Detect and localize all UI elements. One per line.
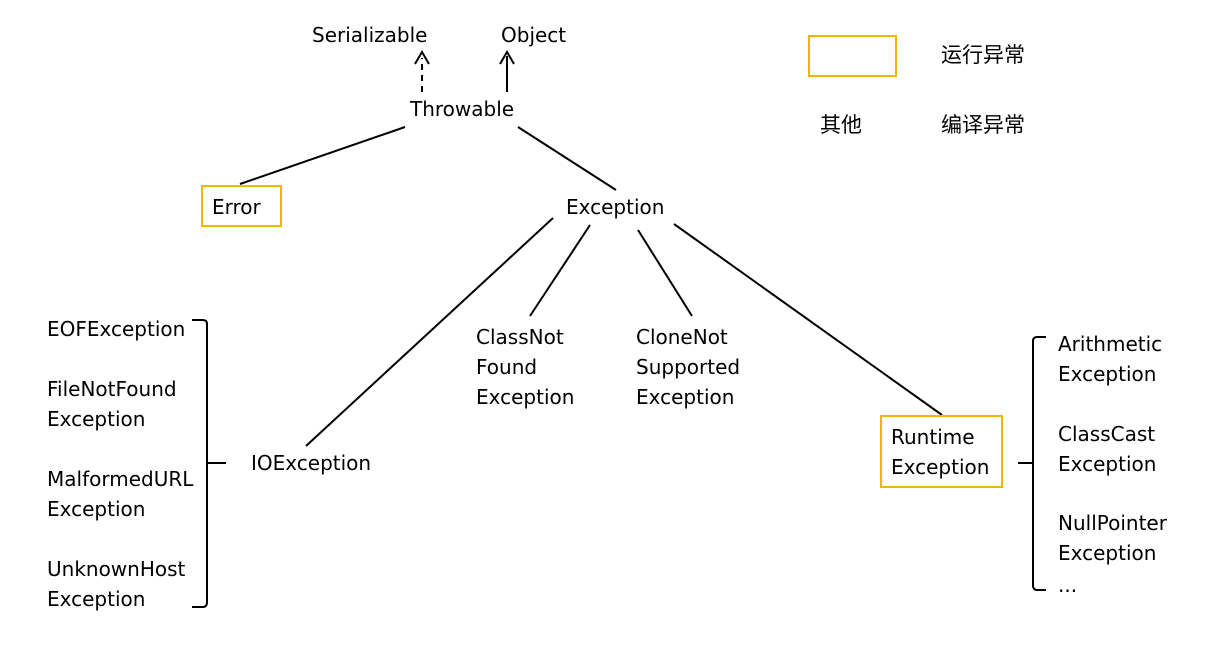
exception-clonenotsupported-line <box>637 229 693 317</box>
legend-runtime-swatch <box>808 35 897 77</box>
arithmetic-exception-l2: Exception <box>1058 362 1157 386</box>
unknownhost-exception-l1: UnknownHost <box>47 557 186 581</box>
legend-runtime-label: 运行异常 <box>941 43 1025 67</box>
io-brace <box>192 319 208 608</box>
clonenotsupported-l3: Exception <box>636 385 735 409</box>
runtime-exception-l1: Runtime <box>891 425 975 449</box>
clonenotsupported-l1: CloneNot <box>636 325 728 349</box>
classnotfound-l1: ClassNot <box>476 325 564 349</box>
malformedurl-exception-l2: Exception <box>47 497 146 521</box>
object-node: Object <box>501 23 567 47</box>
throwable-error-line <box>239 126 406 185</box>
runtime-brace <box>1032 336 1046 591</box>
error-node: Error <box>212 195 261 219</box>
exception-classnotfound-line <box>529 224 591 317</box>
nullpointer-exception-l1: NullPointer <box>1058 511 1167 535</box>
runtime-exception-l2: Exception <box>891 455 990 479</box>
filenotfound-exception-l1: FileNotFound <box>47 377 177 401</box>
exception-io-line <box>305 217 554 447</box>
classcast-exception-l2: Exception <box>1058 452 1157 476</box>
arithmetic-exception-l1: Arithmetic <box>1058 332 1163 356</box>
io-exception-node: IOException <box>251 451 372 475</box>
nullpointer-exception-l2: Exception <box>1058 541 1157 565</box>
throwable-exception-line <box>517 126 617 191</box>
unknownhost-exception-l2: Exception <box>47 587 146 611</box>
throwable-node: Throwable <box>410 97 515 121</box>
error-box <box>201 185 282 227</box>
runtime-exception-box <box>880 415 1003 488</box>
exception-runtime-line <box>673 223 943 416</box>
legend-checked-label: 编译异常 <box>941 113 1025 137</box>
runtime-more-ellipsis: ... <box>1058 573 1078 597</box>
malformedurl-exception-l1: MalformedURL <box>47 467 194 491</box>
clonenotsupported-l2: Supported <box>636 355 741 379</box>
eof-exception: EOFException <box>47 317 186 341</box>
filenotfound-exception-l2: Exception <box>47 407 146 431</box>
object-arrowhead <box>499 50 515 65</box>
classnotfound-l2: Found <box>476 355 538 379</box>
serializable-node: Serializable <box>312 23 428 47</box>
exception-node: Exception <box>566 195 665 219</box>
legend-other-key: 其他 <box>820 113 862 137</box>
serializable-arrowhead <box>414 50 430 65</box>
classnotfound-l3: Exception <box>476 385 575 409</box>
classcast-exception-l1: ClassCast <box>1058 422 1156 446</box>
